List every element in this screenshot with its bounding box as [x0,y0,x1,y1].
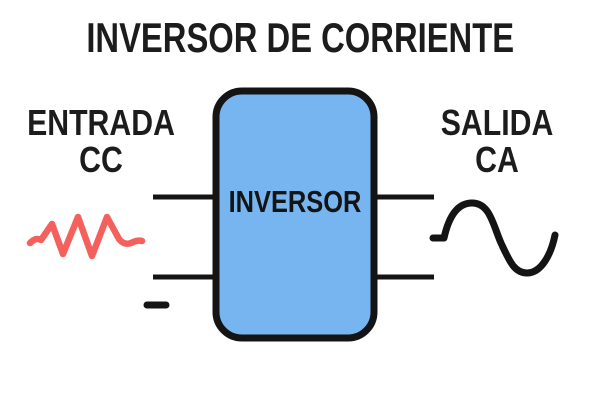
output-label-line1: SALIDA [440,102,554,143]
ac-sine-icon [429,199,559,277]
inverter-box-label: INVERSOR [213,186,377,217]
diagram-title-text: INVERSOR DE CORRIENTE [86,14,514,61]
output-label: SALIDA CA [397,104,597,178]
dc-ripple-icon [26,213,146,260]
inverter-box [212,87,378,342]
diagram-title: INVERSOR DE CORRIENTE [0,16,600,60]
input-label-line1: ENTRADA [27,102,175,143]
output-label-line2: CA [475,139,519,180]
inverter-box-label-text: INVERSOR [228,184,362,219]
input-label-line2: CC [79,139,123,180]
input-label: ENTRADA CC [0,104,202,178]
